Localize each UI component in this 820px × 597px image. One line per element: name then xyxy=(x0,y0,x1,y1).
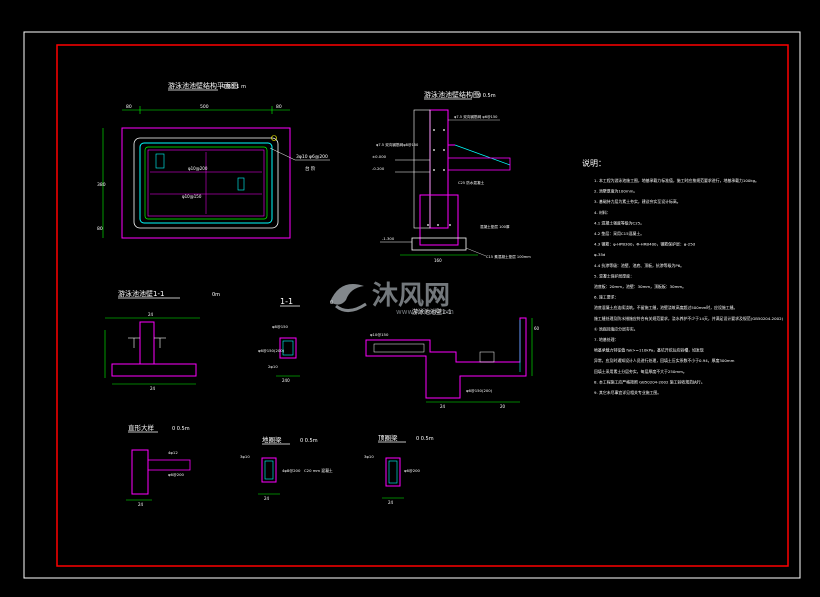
plan-dim-top-right: 80 xyxy=(276,104,282,110)
beam2-dim: 24 xyxy=(388,500,394,505)
cut-label-2: 2φ10 xyxy=(268,364,278,369)
steps-dim-c: 60 xyxy=(534,326,540,331)
section-scale: 0 0.5m xyxy=(478,93,496,99)
section-label-l1: φ7.5 双向钢筋网φ8@150 xyxy=(376,142,419,147)
note-line: 5. 混凝土保护层厚度： xyxy=(594,273,634,278)
detail-beam-2: 顶圈梁 0 0.5m 3φ10 φ6@200 24 xyxy=(364,433,434,505)
cut-scale: 0 xyxy=(330,300,333,306)
note-line: 回填土采用素土分层夯实，每层厚度不大于250mm。 xyxy=(594,369,687,374)
inner-border xyxy=(56,44,789,567)
section-label-r1: C25 防水混凝土 xyxy=(458,180,485,185)
detail-a-title: 游泳池池壁1-1 xyxy=(118,289,164,298)
steps-dim-a: 24 xyxy=(440,404,446,409)
post-label-1: 4φ12 xyxy=(168,450,178,455)
section-label-l2: ±0.000 xyxy=(372,154,387,159)
plan-dim-left-b: 80 xyxy=(97,226,103,232)
beam2-title: 顶圈梁 xyxy=(378,433,398,442)
post-dim: 24 xyxy=(138,502,144,507)
watermark-brand: 沐风网 xyxy=(372,281,450,311)
plan-callout: 3φ10 φ6@200 xyxy=(296,154,328,160)
section-label-r2: 混凝土垫层 100厚 xyxy=(480,224,510,229)
plan-title: 游泳池池壁结构平面图 xyxy=(168,81,238,90)
detail-post: 直形大样 0 0.5m 4φ12 φ6@200 24 xyxy=(126,423,191,507)
section-view: 游泳池池壁结构图 0 0.5m φ7.5 双向钢筋网 φ6@150 φ7.5 双… xyxy=(372,90,531,263)
plan-rebar-1: φ10@200 xyxy=(188,166,208,171)
section-label-r3: C15 素混凝土垫层 100mm xyxy=(486,254,531,259)
note-line: 4.2 垫层：采用C15混凝土。 xyxy=(594,231,644,236)
plan-dim-top-left: 80 xyxy=(126,104,132,110)
cut-1-1: 1-1 0 φ8@150 φ6@150(200) 2φ10 240 xyxy=(258,297,333,383)
beam1-dim: 24 xyxy=(264,496,270,501)
cut-label-1: φ8@150 xyxy=(272,324,289,329)
beam2-scale: 0 0.5m xyxy=(416,436,434,442)
cut-dim: 240 xyxy=(282,378,290,383)
cut-label-3: φ6@150(200) xyxy=(258,348,285,353)
note-line: 4. 材料： xyxy=(594,210,611,215)
note-line: 池底混凝土应连续浇筑，不留施工缝，池壁浇筑高度超过500mm时，应设施工缝。 xyxy=(594,305,737,310)
note-line: 3. 基础持力层为素土夯实，建议夯实至设计标高。 xyxy=(594,199,681,204)
detail-a-dim-top: 24 xyxy=(148,312,154,317)
outer-frame xyxy=(23,31,801,579)
notes-lines: 1. 本工程为游泳池施工图，地基承载力标准值，施工时应按规范要求进行，地基承载力… xyxy=(594,178,784,395)
note-line: 6. 施工要求： xyxy=(594,295,618,300)
note-line: 1. 本工程为游泳池施工图，地基承载力标准值，施工时应按规范要求进行，地基承载力… xyxy=(594,178,759,183)
post-label-2: φ6@200 xyxy=(168,472,185,477)
note-line: 4.4 抗渗等级：池壁、池底、顶板，抗渗等级为P6。 xyxy=(594,263,684,268)
post-scale: 0 0.5m xyxy=(172,426,190,432)
detail-a-dim-bottom: 24 xyxy=(150,386,156,391)
section-label-l3: -0.200 xyxy=(372,166,385,171)
note-line: 8. 本工程施工应严格按照 GB50204-2002 施工验收规范执行。 xyxy=(594,379,705,384)
beam1-title: 地圈梁 xyxy=(262,435,282,444)
post-title: 直形大样 xyxy=(128,423,155,432)
beam1-scale: 0 0.5m xyxy=(300,438,318,444)
plan-rebar-2: φ10@150 xyxy=(182,194,202,199)
plan-view: 游泳池池壁结构平面图 0 0.5 1 m 80 500 80 380 80 φ1… xyxy=(97,81,330,239)
section-label-top: φ7.5 双向钢筋网 φ6@150 xyxy=(454,114,498,119)
beam1-label-1: 3φ10 xyxy=(240,454,250,459)
plan-dim-top-mid: 500 xyxy=(200,104,209,110)
steps-label-2: φ6@150(200) xyxy=(466,388,493,393)
note-line: 9. 其它未尽事宜详见相关专业施工图。 xyxy=(594,390,661,395)
note-line: 施工缝处理及防水措施应符合有关规范要求，浇水养护不少于14天，并满足设计要求及规… xyxy=(594,316,784,321)
detail-beam-1: 地圈梁 0 0.5m 3φ10 4φ8@200 C20 mm 混凝土 24 xyxy=(240,435,333,501)
section-title: 游泳池池壁结构图 xyxy=(424,90,480,99)
note-line: φ-35d xyxy=(594,252,606,257)
note-line: 4.3 钢筋：φ-HPB300，Φ-HRB400，钢筋保护层：φ-25d xyxy=(594,242,696,247)
section-dim-bottom: 160 xyxy=(434,258,442,263)
note-line: ① 池底回填应分层夯实。 xyxy=(594,326,638,331)
note-line: 4.1 混凝土强度等级为C25。 xyxy=(594,220,644,225)
beam2-label-1: 3φ10 xyxy=(364,454,374,459)
steps-label-1: φ10@150 xyxy=(370,332,389,337)
beam1-label-3: C20 mm 混凝土 xyxy=(304,468,333,473)
note-line: 2. 池壁厚度为100mm。 xyxy=(594,189,637,194)
note-line: 池底板：20mm，池壁：30mm，顶板板：30mm。 xyxy=(594,284,686,289)
steps-title: 游泳池池壁1-1 xyxy=(412,308,452,316)
detail-steps: 游泳池池壁1-1 φ10@150 φ6@150(200) 24 20 60 xyxy=(365,308,540,409)
beam2-label-2: φ6@200 xyxy=(404,468,421,473)
general-notes: 说明： 1. 本工程为游泳池施工图，地基承载力标准值，施工时应按规范要求进行，地… xyxy=(582,158,784,395)
note-line: 异常，应及时通知设计人员进行处理，回填土压实系数不小于0.94，厚度300mm xyxy=(594,358,735,363)
watermark: 沐风网 www.mfcad.com xyxy=(330,281,454,316)
steps-dim-b: 20 xyxy=(500,404,506,409)
note-line: 7. 地基处理： xyxy=(594,337,618,342)
detail-a: 游泳池池壁1-1 0m 24 24 xyxy=(104,289,220,391)
beam1-label-2: 4φ8@200 xyxy=(282,468,301,473)
note-line: 地基承载力特征值 fak>=110kPa，基坑开挖后应验槽，如发现 xyxy=(594,348,704,353)
section-label-bottom: -1.300 xyxy=(382,236,395,241)
watermark-url: www.mfcad.com xyxy=(396,308,454,316)
cut-title: 1-1 xyxy=(280,297,293,306)
plan-callout-sub: 台 阶 xyxy=(305,165,316,172)
plan-dim-left: 380 xyxy=(97,182,106,188)
detail-a-scale: 0m xyxy=(212,292,220,298)
notes-heading: 说明： xyxy=(582,158,606,168)
watermark-logo-icon xyxy=(330,284,367,312)
plan-scale: 0 0.5 1 m xyxy=(222,84,246,90)
